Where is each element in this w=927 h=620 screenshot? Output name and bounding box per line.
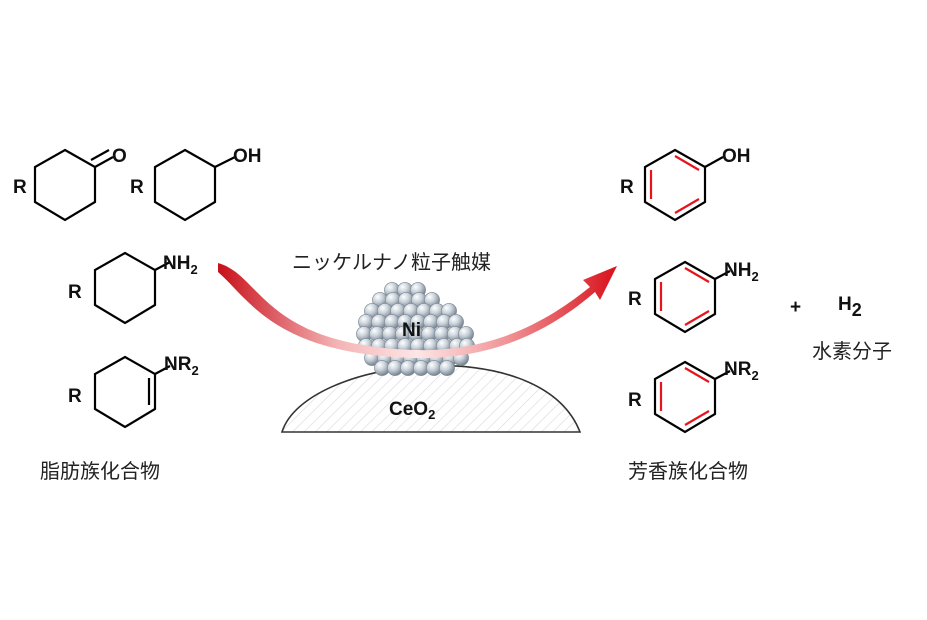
nickel-label: Ni: [402, 320, 421, 341]
ceo2-support: [280, 364, 582, 433]
plus-sign: +: [790, 297, 801, 318]
phenol-r: R: [620, 177, 634, 198]
dialkylaniline-r: R: [628, 390, 642, 411]
enamine-nr2: NR2: [164, 354, 199, 378]
cyclohexanol-oh: OH: [233, 146, 262, 167]
enamine-structure: [93, 355, 171, 429]
aniline-structure: [653, 260, 731, 334]
hydrogen-formula: H2: [838, 294, 862, 320]
cyclohexylamine-structure: [93, 251, 171, 325]
cyclohexanone-r: R: [13, 177, 27, 198]
ceo2-label: CeO2: [389, 399, 435, 422]
aniline-r: R: [628, 289, 642, 310]
aniline-nh2: NH2: [724, 260, 759, 284]
nickel-atom: [439, 360, 455, 376]
diagram-title: ニッケルナノ粒子触媒: [292, 250, 491, 274]
cyclohexanone-o: O: [112, 146, 127, 167]
cyclohexylamine-nh2: NH2: [163, 253, 198, 277]
hydrogen-label: 水素分子: [812, 339, 892, 363]
phenol-structure: [643, 148, 724, 222]
cyclohexanol-structure: [153, 148, 236, 222]
cyclohexylamine-r: R: [68, 282, 82, 303]
cyclohexanol-r: R: [130, 177, 144, 198]
enamine-r: R: [68, 386, 82, 407]
products-label: 芳香族化合物: [628, 459, 748, 483]
dialkylaniline-structure: [653, 360, 731, 434]
reactants-label: 脂肪族化合物: [40, 459, 160, 483]
dialkylaniline-nr2: NR2: [724, 359, 759, 383]
phenol-oh: OH: [722, 146, 751, 167]
cyclohexanone-structure: [33, 148, 114, 222]
reaction-arrow: [218, 263, 617, 359]
